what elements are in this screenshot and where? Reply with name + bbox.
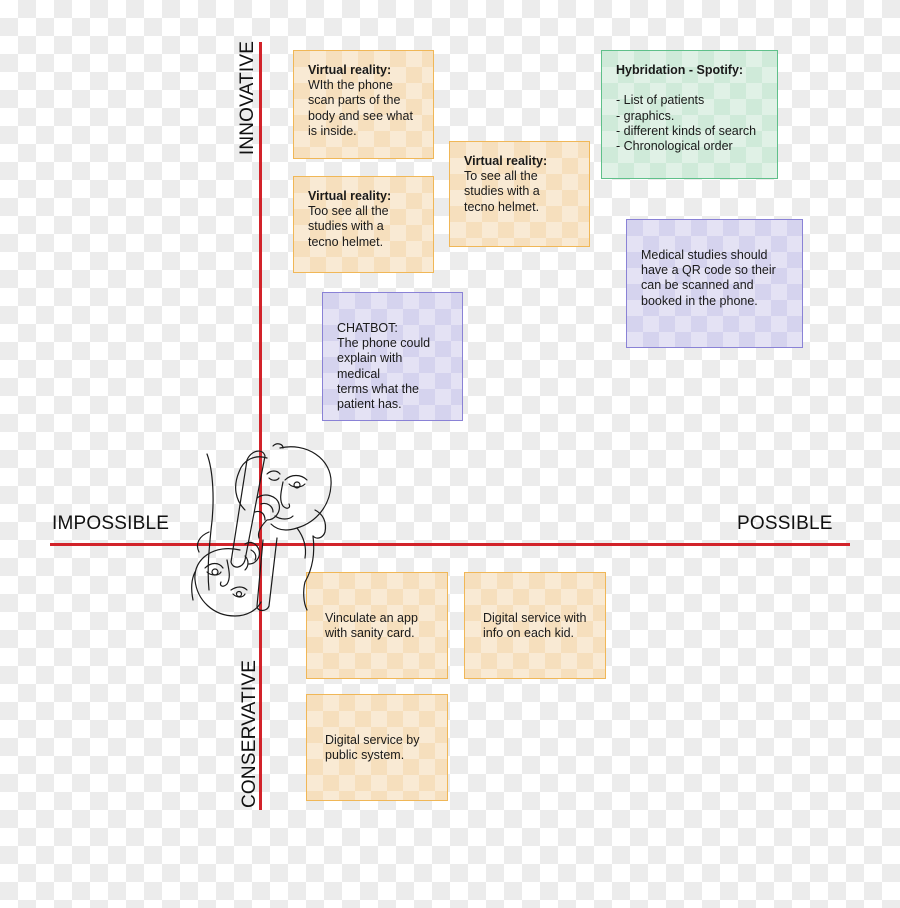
axis-label-possible: POSSIBLE bbox=[737, 513, 833, 534]
line-art-faces-illustration bbox=[191, 443, 332, 617]
note-body: Digital service with info on each kid. bbox=[483, 611, 587, 641]
note-vr-scan: Virtual reality: WIth the phone scan par… bbox=[293, 50, 434, 159]
note-body: Digital service by public system. bbox=[325, 733, 420, 763]
note-vr-helmet-a: Virtual reality: Too see all the studies… bbox=[293, 176, 434, 273]
note-body: Medical studies should have a QR code so… bbox=[641, 248, 776, 308]
note-body: - List of patients - graphics. - differe… bbox=[616, 93, 757, 154]
axis-label-impossible: IMPOSSIBLE bbox=[52, 513, 170, 534]
axis-label-innovative: INNOVATIVE bbox=[237, 40, 258, 156]
horizontal-axis bbox=[50, 543, 850, 546]
note-body: CHATBOT: The phone could explain with me… bbox=[337, 321, 431, 412]
axis-label-conservative: CONSERVATIVE bbox=[239, 659, 260, 808]
note-body: Too see all the studies with a tecno hel… bbox=[308, 204, 389, 249]
note-public-system: Digital service by public system. bbox=[306, 694, 448, 801]
note-info-each-kid: Digital service with info on each kid. bbox=[464, 572, 606, 679]
note-body: Vinculate an app with sanity card. bbox=[325, 611, 418, 641]
note-title: Virtual reality: bbox=[308, 189, 392, 203]
note-body: WIth the phone scan parts of the body an… bbox=[308, 78, 413, 138]
note-title: Hybridation - Spotify: bbox=[616, 63, 744, 77]
note-title: Virtual reality: bbox=[308, 63, 392, 77]
note-hybridation-spotify: Hybridation - Spotify: - List of patient… bbox=[601, 50, 778, 179]
note-vr-helmet-b: Virtual reality: To see all the studies … bbox=[449, 141, 590, 247]
vertical-axis bbox=[259, 42, 262, 810]
note-chatbot: CHATBOT: The phone could explain with me… bbox=[322, 292, 463, 421]
note-qr-code: Medical studies should have a QR code so… bbox=[626, 219, 803, 348]
note-sanity-card: Vinculate an app with sanity card. bbox=[306, 572, 448, 679]
note-body: To see all the studies with a tecno helm… bbox=[464, 169, 540, 214]
note-title: Virtual reality: bbox=[464, 154, 548, 168]
